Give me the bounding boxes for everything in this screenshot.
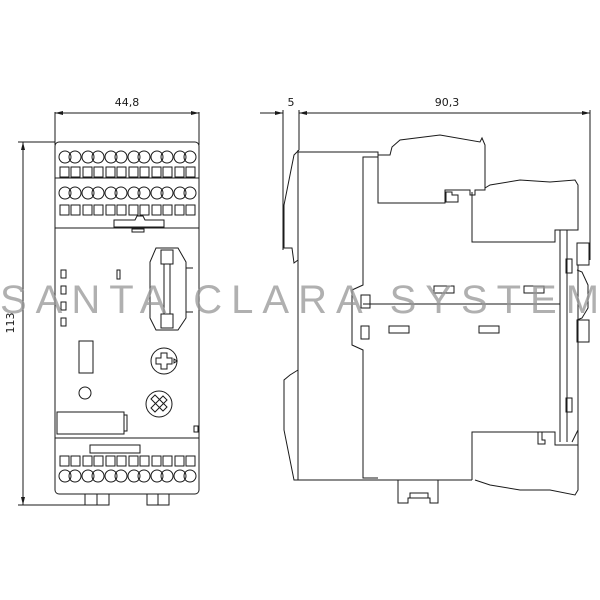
front-view: 44,8 113 — [4, 96, 200, 506]
depth-dimension-label: 90,3 — [435, 96, 460, 109]
front-panel — [56, 247, 199, 435]
height-dimension-label: 113 — [4, 313, 17, 334]
bottom-terminal-block — [58, 444, 197, 506]
adjustment-screw-icon — [145, 390, 173, 418]
adjustment-screw-icon — [150, 347, 178, 375]
offset-dimension-label: 5 — [288, 96, 295, 109]
top-terminal-block — [58, 150, 197, 233]
width-dimension-label: 44,8 — [115, 96, 140, 109]
side-view: 5 90,3 — [260, 96, 591, 504]
